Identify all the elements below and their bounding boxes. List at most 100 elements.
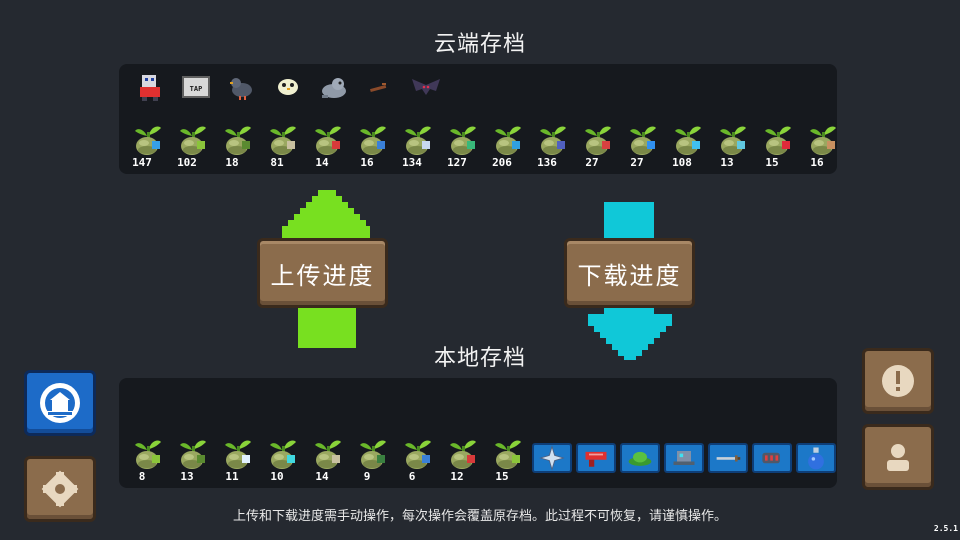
cloud-seed-item: 16 — [802, 122, 847, 172]
svg-text:TAP: TAP — [190, 85, 203, 93]
seed-count: 13 — [180, 470, 194, 483]
seed-count: 11 — [225, 470, 239, 483]
cloud-seed-item: 206 — [487, 122, 532, 172]
seed-count: 136 — [537, 156, 557, 169]
seed-count: 12 — [450, 470, 464, 483]
seed-count: 14 — [315, 156, 329, 169]
upload-progress-button[interactable]: 上传进度 — [257, 238, 388, 308]
equipment-slot — [576, 443, 616, 473]
local-seed-item: 6 — [397, 436, 442, 486]
cloud-seed-item: 108 — [667, 122, 712, 172]
plant-seed-icon — [540, 126, 566, 155]
robot-icon — [140, 75, 160, 101]
seed-count: 147 — [132, 156, 152, 169]
seed-count: 16 — [810, 156, 824, 169]
gauntlet-icon — [762, 452, 780, 464]
local-seed-item: 11 — [217, 436, 262, 486]
cloud-save-title: 云端存档 — [433, 32, 526, 57]
plant-seed-icon — [180, 440, 206, 469]
local-seed-item: 15 — [487, 436, 532, 486]
settings-button[interactable] — [24, 456, 96, 522]
misc-collectible — [265, 70, 311, 104]
seed-count: 9 — [363, 470, 371, 483]
equipment-slot — [620, 443, 660, 473]
seed-count: 18 — [225, 156, 239, 169]
cloud-seed-item: 136 — [532, 122, 577, 172]
plant-seed-icon — [810, 126, 836, 155]
cloud-seed-item: 27 — [622, 122, 667, 172]
seed-count: 206 — [492, 156, 512, 169]
plant-seed-icon — [315, 126, 341, 155]
cloud-misc-row: TAP — [127, 70, 449, 104]
local-save-title: 本地存档 — [433, 346, 526, 371]
cloud-seed-item: 16 — [352, 122, 397, 172]
local-save-panel: 8 13 11 10 14 9 6 12 15 — [119, 378, 837, 488]
seed-count: 108 — [672, 156, 692, 169]
equipment-slot — [708, 443, 748, 473]
plant-seed-icon — [630, 126, 656, 155]
plant-seed-icon — [585, 126, 611, 155]
red-gun-icon — [585, 451, 607, 467]
cloud-seed-item: 15 — [757, 122, 802, 172]
version-label: 2.5.1 — [933, 524, 958, 533]
local-seed-item: 9 — [352, 436, 397, 486]
seed-count: 81 — [270, 156, 284, 169]
equipment-slot — [664, 443, 704, 473]
misc-collectible — [311, 70, 357, 104]
misc-collectible — [219, 70, 265, 104]
seal-icon — [322, 78, 346, 98]
plant-seed-icon — [765, 126, 791, 155]
green-hat-icon — [628, 451, 652, 466]
plant-seed-icon — [450, 126, 476, 155]
seed-count: 10 — [270, 470, 284, 483]
cloud-seed-item: 18 — [217, 122, 262, 172]
local-seed-item: 14 — [307, 436, 352, 486]
cloud-seed-item: 134 — [397, 122, 442, 172]
cloud-seed-item: 14 — [307, 122, 352, 172]
local-seed-item: 13 — [172, 436, 217, 486]
cloud-seed-item: 147 — [127, 122, 172, 172]
cloud-seed-item: 81 — [262, 122, 307, 172]
plant-seed-icon — [495, 440, 521, 469]
shuriken-icon — [539, 445, 565, 471]
seed-count: 13 — [720, 156, 734, 169]
tap-sign-icon: TAP — [182, 76, 210, 98]
plant-seed-icon — [360, 126, 386, 155]
notice-button[interactable] — [862, 348, 934, 414]
plant-seed-icon — [315, 440, 341, 469]
cloud-seed-item: 102 — [172, 122, 217, 172]
local-seed-item: 10 — [262, 436, 307, 486]
seed-count: 14 — [315, 470, 329, 483]
local-seed-item: 8 — [127, 436, 172, 486]
plant-seed-icon — [450, 440, 476, 469]
seed-count: 102 — [177, 156, 197, 169]
profile-badge-button[interactable] — [24, 370, 96, 436]
download-progress-button[interactable]: 下载进度 — [564, 238, 695, 308]
misc-collectible: TAP — [173, 70, 219, 104]
seed-count: 15 — [765, 156, 779, 169]
equipment-slot — [752, 443, 792, 473]
account-button[interactable] — [862, 424, 934, 490]
seed-count: 134 — [402, 156, 422, 169]
local-seed-row: 8 13 11 10 14 9 6 12 15 — [127, 436, 840, 486]
cloud-seed-item: 13 — [712, 122, 757, 172]
plant-seed-icon — [135, 126, 161, 155]
plant-seed-icon — [675, 126, 701, 155]
seed-count: 6 — [408, 470, 416, 483]
alert-icon — [882, 365, 914, 397]
plant-seed-icon — [495, 126, 521, 155]
plant-seed-icon — [225, 126, 251, 155]
plant-seed-icon — [180, 126, 206, 155]
equipment-slot — [532, 443, 572, 473]
sword-icon — [716, 455, 741, 462]
misc-collectible — [357, 70, 403, 104]
twig-icon — [370, 83, 387, 93]
profile-badge-icon — [40, 383, 80, 423]
potion-icon — [808, 447, 824, 470]
seed-count: 127 — [447, 156, 467, 169]
cloud-seed-item: 27 — [577, 122, 622, 172]
seed-count: 8 — [138, 470, 146, 483]
seed-count: 16 — [360, 156, 374, 169]
